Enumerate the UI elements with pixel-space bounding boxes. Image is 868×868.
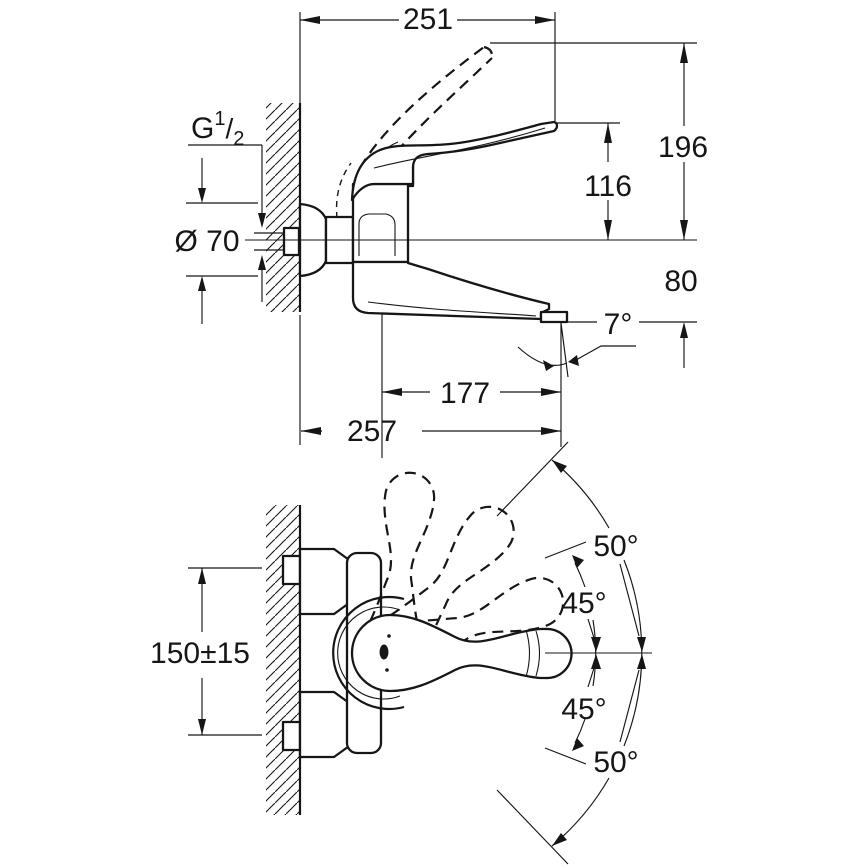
dimension-thread: G1/2 — [188, 108, 266, 302]
aerator — [539, 310, 569, 324]
dimension-7deg: 7° — [517, 308, 636, 447]
angle-50-upper-label: 50° — [593, 530, 638, 563]
dimension-177-label: 177 — [440, 377, 490, 410]
lever-detail-line — [373, 127, 546, 169]
escutcheon-top — [298, 547, 354, 616]
dimension-257-label: 257 — [347, 415, 397, 448]
supply-pipe — [254, 232, 284, 251]
connection-nut-bottom — [281, 720, 302, 752]
dimension-196-label: 196 — [658, 131, 708, 164]
raised-lever-dashed-top — [359, 46, 485, 169]
bottom-view: 150±15 45° 45° 50° 50° — [150, 441, 652, 865]
dimension-177: 177 — [381, 314, 561, 458]
dimension-7deg-label: 7° — [604, 308, 633, 341]
lever-handle — [350, 120, 559, 202]
dimension-80: 80 — [560, 265, 698, 368]
dimension-diameter-label: Ø 70 — [174, 225, 239, 258]
lever-knob-detail — [525, 629, 541, 678]
body-detail-line — [358, 213, 396, 256]
dome-outer-arc — [332, 595, 405, 711]
pivot-dot-bottom — [385, 668, 389, 672]
angle-45-lower-label: 45° — [561, 693, 606, 726]
dimension-diameter-70: Ø 70 — [174, 158, 258, 324]
angle-50-arcs: 50° 50° — [496, 441, 646, 865]
spout — [351, 260, 551, 321]
raised-lever-dashed-tip — [483, 45, 494, 59]
wall-hatching — [266, 103, 300, 312]
lever-swing-arc-dashed — [335, 162, 352, 219]
dimension-80-label: 80 — [664, 265, 697, 298]
top-view: 251 G1/2 Ø 70 196 116 — [174, 3, 708, 458]
spout-detail-line — [367, 301, 537, 317]
dimension-150-label: 150±15 — [150, 637, 250, 670]
pivot-dot-top — [387, 634, 391, 638]
faucet-body — [351, 182, 410, 264]
pipe-nipple — [282, 226, 301, 257]
lever-dashed-50-up — [374, 505, 515, 663]
dome-inner-arc — [337, 606, 401, 700]
escutcheon-bottom — [298, 690, 354, 759]
angle-45-upper-label: 45° — [561, 587, 606, 620]
connection-nut-top — [281, 554, 302, 586]
angle-50-lower-label: 50° — [593, 746, 638, 779]
dimension-196: 196 — [490, 42, 708, 240]
lever-handle-plan — [350, 613, 573, 693]
lever-positions-dashed — [291, 443, 602, 767]
dimension-116-label: 116 — [584, 170, 632, 203]
dimension-257: 257 — [301, 415, 561, 448]
dimension-251-label: 251 — [403, 3, 453, 36]
dimension-116: 116 — [557, 122, 632, 240]
lever-pivot-mark — [379, 644, 389, 660]
dimension-150: 150±15 — [150, 567, 262, 736]
thread-label: G1/2 — [191, 108, 244, 150]
angle-45-arcs: 45° 45° — [544, 541, 607, 765]
dimension-251: 251 — [299, 3, 556, 121]
wall-hatching-plan — [266, 505, 300, 815]
